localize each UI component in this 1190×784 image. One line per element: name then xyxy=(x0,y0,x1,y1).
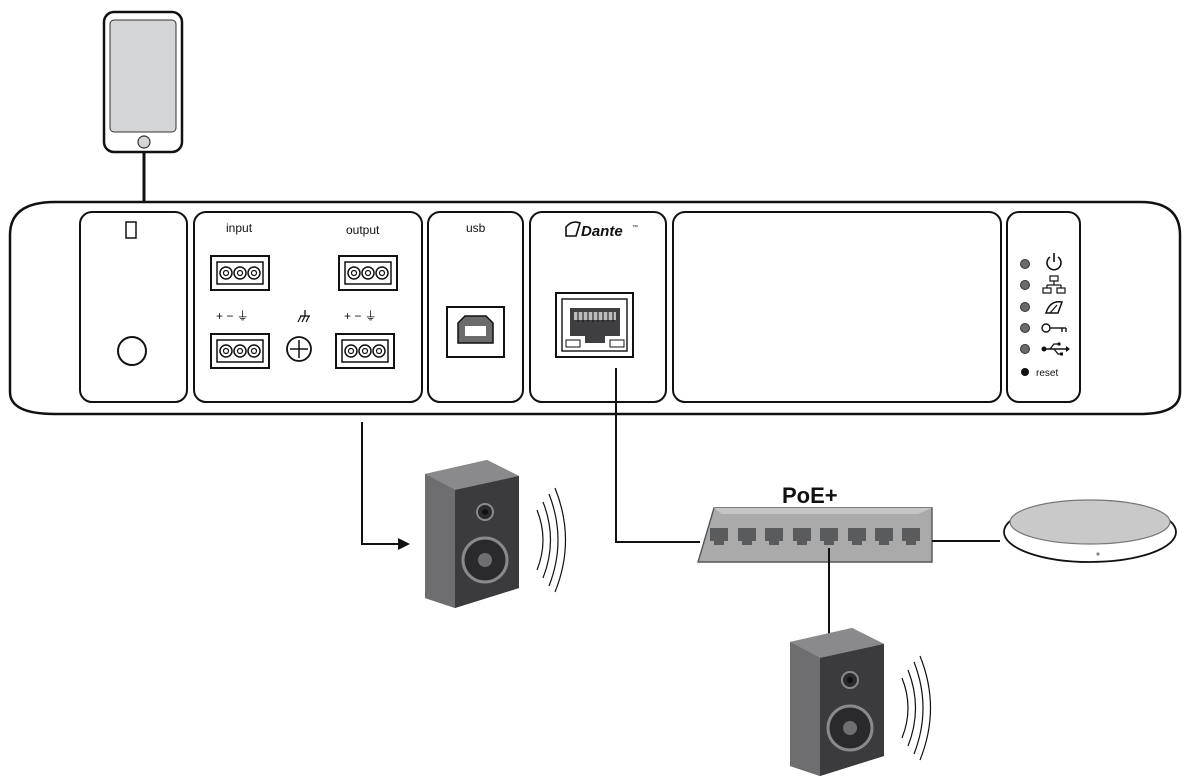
encryption-key-icon xyxy=(1041,323,1067,333)
audio-io-panel: input output + − ⏚ + − ⏚ xyxy=(193,211,423,403)
speaker-icon xyxy=(788,626,932,778)
reset-button[interactable] xyxy=(1021,368,1029,376)
cable-arrow xyxy=(398,538,410,550)
headphone-panel xyxy=(79,211,188,403)
status-led xyxy=(1020,302,1030,312)
dante-label: Dante xyxy=(581,223,623,240)
speaker-icon xyxy=(423,458,567,610)
ground-screw xyxy=(286,336,312,362)
chassis-ground-icon xyxy=(297,310,310,323)
status-panel: reset xyxy=(1006,211,1081,403)
indicator-slot xyxy=(125,221,137,239)
input-terminal-block-bottom[interactable] xyxy=(210,333,270,369)
dante-logo: Dante ™ xyxy=(565,221,638,240)
blank-panel xyxy=(672,211,1002,403)
usb-panel: usb xyxy=(427,211,524,403)
usb-label: usb xyxy=(466,221,486,235)
input-polarity-label: + − ⏚ xyxy=(216,309,249,323)
usb-icon xyxy=(1041,342,1070,356)
smartphone-icon xyxy=(102,10,184,154)
headphone-jack[interactable] xyxy=(117,336,147,366)
dante-icon xyxy=(1044,300,1064,314)
output-terminal-block-top[interactable] xyxy=(338,255,398,291)
status-led xyxy=(1020,323,1030,333)
status-led xyxy=(1020,259,1030,269)
output-terminal-block-bottom[interactable] xyxy=(335,333,395,369)
poe-switch xyxy=(697,507,933,563)
dante-trademark: ™ xyxy=(632,224,638,231)
output-label: output xyxy=(346,223,380,237)
dante-panel: Dante ™ xyxy=(529,211,667,403)
status-led xyxy=(1020,344,1030,354)
power-icon xyxy=(1046,253,1062,271)
ceiling-microphone-icon xyxy=(1003,499,1177,563)
output-cable xyxy=(361,422,398,545)
reset-label: reset xyxy=(1036,368,1058,379)
network-icon xyxy=(1042,275,1066,294)
ethernet-port-icon[interactable] xyxy=(555,292,634,358)
output-polarity-label: + − ⏚ xyxy=(344,309,377,323)
status-led xyxy=(1020,280,1030,290)
dante-network-cable xyxy=(615,368,700,543)
input-label: input xyxy=(226,221,253,235)
usb-b-port-icon[interactable] xyxy=(446,306,505,358)
switch-label: PoE+ xyxy=(782,483,838,508)
input-terminal-block-top[interactable] xyxy=(210,255,270,291)
